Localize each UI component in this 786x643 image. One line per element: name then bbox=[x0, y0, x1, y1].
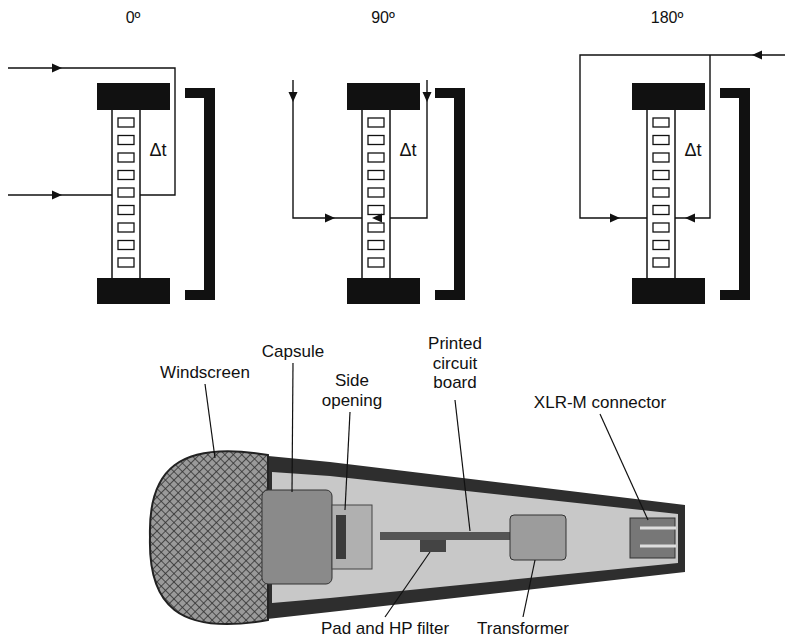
part-label: Printed circuit board bbox=[415, 334, 495, 393]
part-label: Windscreen bbox=[160, 363, 250, 383]
capsule-hole bbox=[653, 136, 669, 145]
capsule-hole bbox=[653, 171, 669, 180]
cutaway bbox=[272, 472, 678, 603]
magnet-block bbox=[97, 83, 170, 110]
part-label: Capsule bbox=[262, 342, 324, 362]
capsule-hole bbox=[368, 258, 384, 267]
microphone bbox=[150, 451, 685, 624]
sound-paths bbox=[8, 55, 785, 218]
capsule-hole bbox=[118, 136, 134, 145]
magnet-block bbox=[632, 83, 705, 110]
capsule-hole bbox=[368, 136, 384, 145]
capsule-hole bbox=[368, 223, 384, 232]
capsule-hole bbox=[368, 118, 384, 127]
part-label: Transformer bbox=[477, 619, 569, 639]
delta-t-label: Δt bbox=[147, 140, 168, 161]
capsule-hole bbox=[653, 223, 669, 232]
part-label: XLR-M connector bbox=[534, 393, 666, 413]
magnet-block bbox=[347, 83, 420, 110]
angle-label: 90º bbox=[371, 9, 395, 27]
bracket bbox=[435, 88, 465, 300]
diaphragm-columns bbox=[112, 110, 675, 278]
side-opening bbox=[332, 505, 372, 569]
capsule-hole bbox=[653, 118, 669, 127]
capsule-hole bbox=[653, 241, 669, 250]
magnet-block bbox=[97, 278, 170, 304]
part-label: Pad and HP filter bbox=[321, 619, 449, 639]
capsule-hole bbox=[118, 171, 134, 180]
capsule-hole bbox=[118, 241, 134, 250]
capsule-hole bbox=[118, 258, 134, 267]
mic-body bbox=[258, 455, 685, 620]
magnet-block bbox=[632, 278, 705, 304]
delta-t-label: Δt bbox=[682, 140, 703, 161]
capsule-hole bbox=[368, 153, 384, 162]
angle-label: 180º bbox=[651, 9, 684, 27]
capsule-hole bbox=[368, 171, 384, 180]
magnet-block bbox=[347, 278, 420, 304]
capsule bbox=[262, 490, 332, 584]
capsule-hole bbox=[653, 188, 669, 197]
capsule-diagrams bbox=[97, 83, 750, 304]
pad-hp-filter bbox=[420, 540, 446, 552]
windscreen bbox=[150, 451, 268, 624]
capsule-hole bbox=[118, 118, 134, 127]
bracket bbox=[185, 88, 215, 300]
capsule-hole bbox=[118, 223, 134, 232]
xlr-connector bbox=[630, 518, 675, 558]
capsule-hole bbox=[653, 153, 669, 162]
capsule-hole bbox=[368, 206, 384, 215]
side-opening-slot bbox=[336, 515, 346, 559]
capsule-hole bbox=[118, 188, 134, 197]
capsule-hole bbox=[653, 258, 669, 267]
capsule-holes bbox=[118, 118, 669, 267]
angle-label: 0º bbox=[126, 9, 141, 27]
capsule-hole bbox=[368, 188, 384, 197]
capsule-hole bbox=[653, 206, 669, 215]
capsule-hole bbox=[118, 206, 134, 215]
bracket bbox=[720, 88, 750, 300]
part-label: Side opening bbox=[317, 371, 387, 410]
arrowheads bbox=[52, 51, 762, 223]
capsule-hole bbox=[368, 241, 384, 250]
capsule-hole bbox=[118, 153, 134, 162]
transformer bbox=[510, 515, 566, 560]
delta-t-label: Δt bbox=[397, 140, 418, 161]
